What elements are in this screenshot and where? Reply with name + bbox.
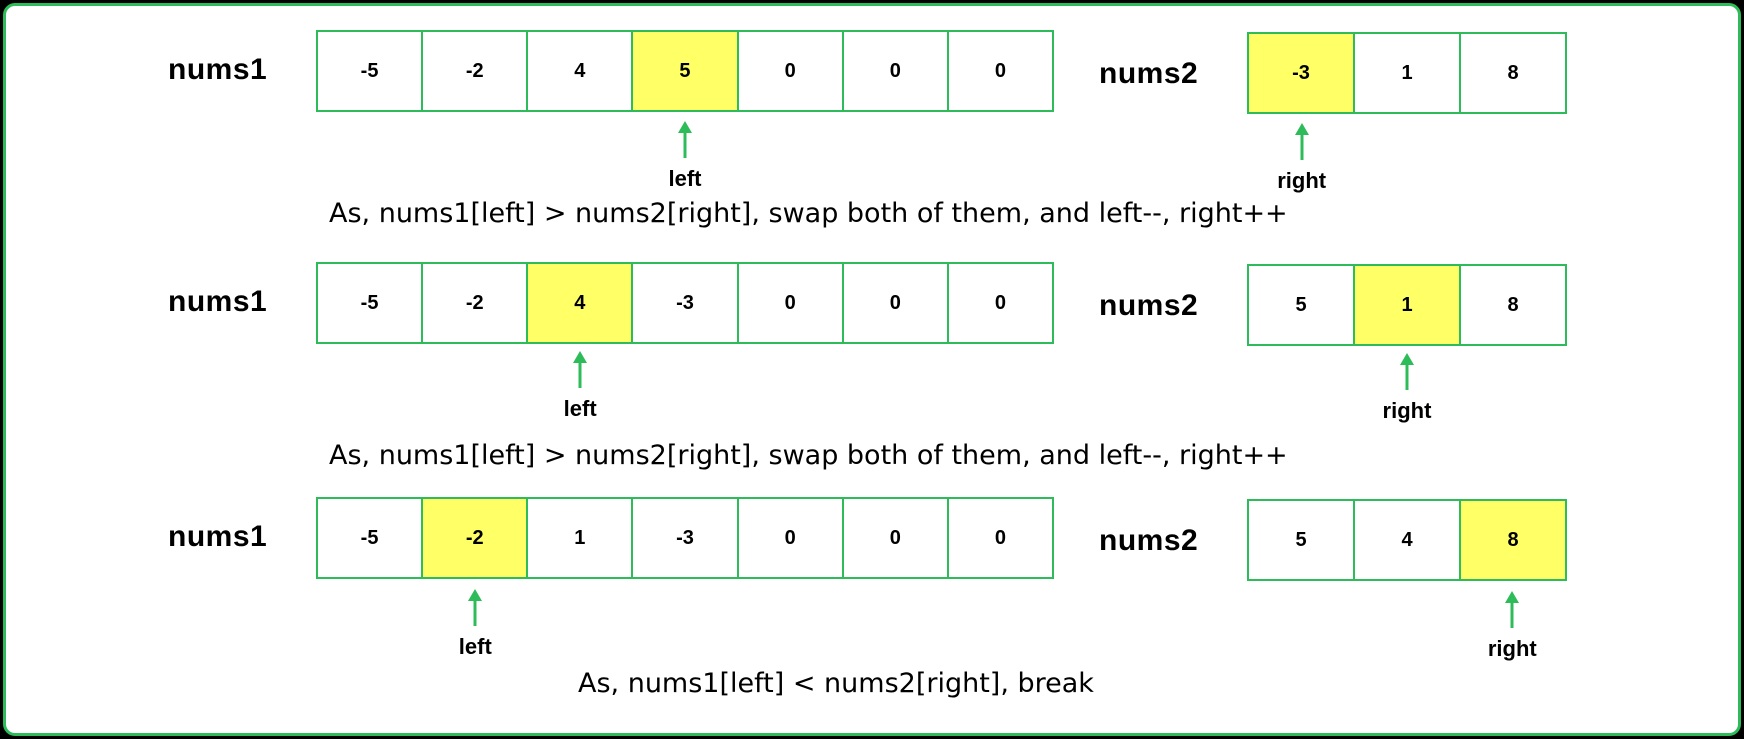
nums1-label: nums1	[168, 285, 268, 318]
nums1-cell: 0	[841, 32, 947, 110]
nums1-cell: -5	[360, 59, 379, 82]
nums1-cell: 4	[526, 264, 632, 342]
nums2-cell: 8	[1459, 266, 1565, 344]
right-pointer-label: right	[1487, 636, 1537, 661]
nums1-cell: 0	[841, 264, 947, 342]
nums1-cell: 4	[526, 32, 631, 110]
nums2-cell: -3	[1249, 34, 1353, 112]
right-pointer: right	[1377, 352, 1437, 422]
nums1-label: nums1	[168, 53, 268, 86]
nums1-cell: -2	[421, 499, 527, 577]
nums1-cell: 0	[946, 32, 1052, 110]
up-arrow-icon	[573, 351, 588, 388]
nums1-cell: 5	[631, 32, 737, 110]
nums2-label: nums2	[1099, 289, 1199, 322]
nums2-cell: 4	[1353, 501, 1459, 579]
nums2-label: nums2	[1099, 57, 1199, 90]
diagram-frame	[3, 3, 1741, 736]
right-pointer-label: right	[1277, 168, 1327, 193]
right-pointer: right	[1482, 590, 1542, 660]
left-pointer: left	[445, 588, 505, 658]
left-pointer-label: left	[458, 634, 492, 659]
nums1-cell: 0	[841, 499, 947, 577]
nums1-label: nums1	[168, 520, 268, 553]
nums1-cell: -5	[360, 526, 379, 549]
nums2-cell: 8	[1459, 501, 1565, 579]
up-arrow-icon	[678, 121, 692, 158]
nums1-cell: -5	[360, 291, 379, 314]
up-arrow-icon	[1505, 591, 1520, 628]
right-pointer: right	[1272, 122, 1332, 192]
nums2-cell: 5	[1295, 293, 1307, 316]
left-pointer: left	[550, 350, 610, 420]
nums2-cell: 8	[1459, 34, 1565, 112]
nums1-cell: 0	[736, 32, 842, 110]
nums2-label: nums2	[1099, 524, 1199, 557]
nums1-cell: 0	[736, 499, 842, 577]
left-pointer-label: left	[668, 166, 702, 191]
nums1-cell: -3	[631, 499, 736, 577]
left-pointer: left	[655, 120, 715, 190]
nums1-cell: -3	[631, 264, 736, 342]
nums2-cell: 5	[1295, 528, 1307, 551]
up-arrow-icon	[1294, 123, 1309, 160]
left-pointer-label: left	[563, 396, 597, 421]
up-arrow-icon	[468, 589, 483, 626]
nums1-cell: 0	[946, 264, 1052, 342]
nums1-cell: -2	[421, 32, 526, 110]
nums1-cell: 1	[526, 499, 631, 577]
right-pointer-label: right	[1382, 398, 1432, 423]
nums2-cell: 1	[1353, 34, 1459, 112]
up-arrow-icon	[1400, 353, 1414, 390]
nums1-cell: -2	[421, 264, 526, 342]
nums2-cell: 1	[1353, 266, 1459, 344]
step-caption: As, nums1[left] > nums2[right], swap bot…	[329, 198, 1288, 229]
nums1-cell: 0	[946, 499, 1052, 577]
step-caption: As, nums1[left] < nums2[right], break	[578, 668, 1094, 699]
nums1-cell: 0	[736, 264, 842, 342]
step-caption: As, nums1[left] > nums2[right], swap bot…	[329, 440, 1288, 471]
